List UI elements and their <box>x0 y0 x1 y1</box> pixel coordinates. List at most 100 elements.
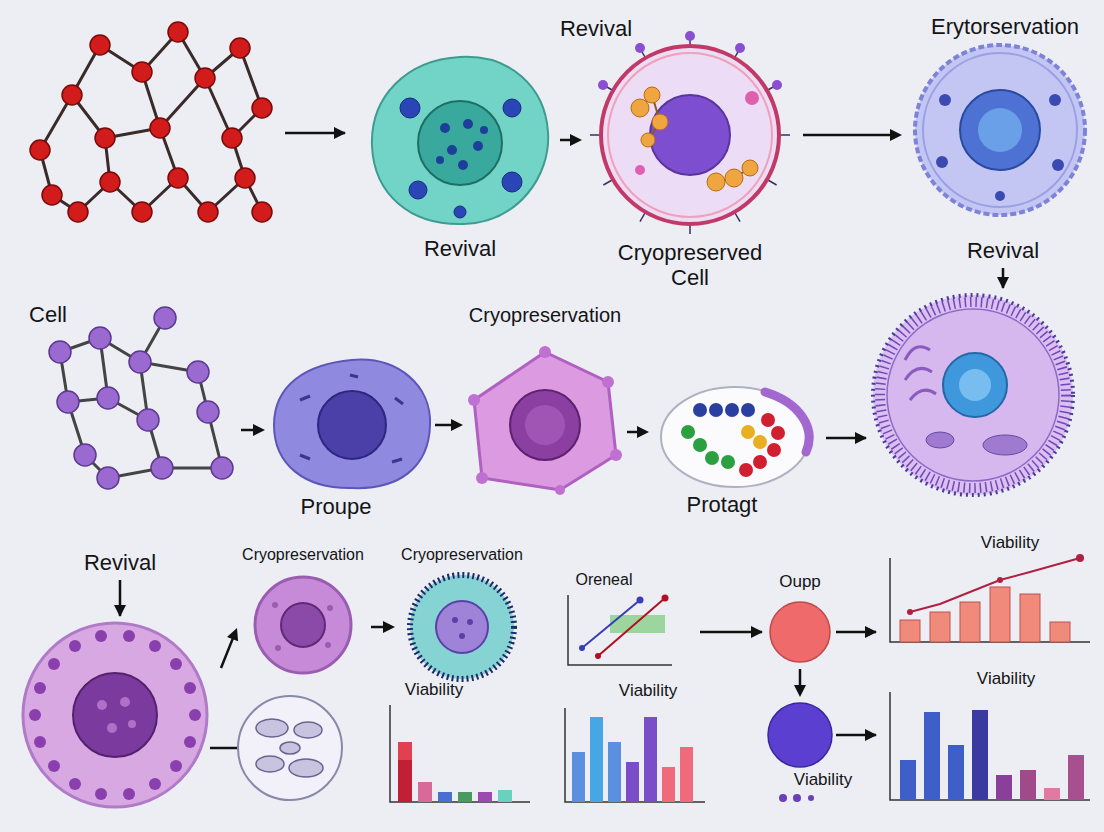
chromosome-cell-part-part <box>681 425 695 439</box>
bar-chart-part-part <box>960 602 980 642</box>
cell-node: Revival <box>365 55 557 267</box>
purple-cell <box>255 577 351 673</box>
violet-cell <box>274 360 430 488</box>
chart-title: Viability <box>405 680 463 700</box>
cell-node: Cryopreserved Cell <box>585 30 800 292</box>
teal-cell <box>372 57 548 224</box>
red-molecule-part-part <box>230 38 250 58</box>
teal-cell-part-part <box>454 206 466 218</box>
pink-cell-part <box>474 352 616 490</box>
arrow-connector <box>794 669 806 697</box>
purple-cell-part-part <box>275 645 281 651</box>
cell-label: Cell <box>29 302 67 327</box>
bar-chart-part <box>924 712 940 800</box>
flow-arrow-part <box>836 734 876 737</box>
dotted-cell-part-part <box>34 736 46 748</box>
spiky-cell-part <box>436 601 488 653</box>
cryopreserved-cell-part <box>650 95 730 175</box>
cryopreserved-cell-part-part <box>598 80 608 90</box>
purple-molecule-part <box>49 307 233 489</box>
dotted-cell-part-part <box>170 658 182 670</box>
cell-node: Protagt <box>652 380 822 522</box>
result-circles-part <box>770 602 830 662</box>
dotted-cell-part <box>73 673 157 757</box>
line-chart-part <box>579 645 585 651</box>
bar-chart-part <box>1044 788 1060 800</box>
cryopreserved-cell-part-part <box>635 43 645 53</box>
purple-cell-part <box>272 602 333 651</box>
membrane-cell-part <box>905 347 936 400</box>
bar-chart-part-part <box>997 577 1003 583</box>
chart-title: Revival <box>560 16 632 41</box>
chromosome-cell-part <box>739 413 785 477</box>
blue-cell-part-part <box>1052 159 1064 171</box>
chromosome-cell-part-part <box>753 455 767 469</box>
dotted-cell-part-part <box>107 723 117 733</box>
blue-cell-part <box>915 45 1085 215</box>
bar-chart-part <box>398 742 412 760</box>
chart-title: Viability <box>977 669 1035 689</box>
cell-label: Cryopreserved Cell <box>600 240 780 291</box>
chromosome-cell-part-part <box>767 443 781 457</box>
line-chart-part <box>568 595 672 665</box>
arrow-connector <box>560 134 582 146</box>
mitochondria-cell-part <box>210 747 238 750</box>
flow-arrow <box>120 133 1003 735</box>
arrow-head <box>451 419 463 431</box>
cryopreserved-cell-part-part <box>772 80 782 90</box>
red-molecule-part-part <box>195 68 215 88</box>
line-chart-part <box>662 595 669 602</box>
cryopreserved-cell-part-part <box>707 173 725 191</box>
bar-chart-part <box>458 792 472 802</box>
bar-chart-part-part <box>907 609 913 615</box>
cell-label: Cryopreservation <box>242 546 364 564</box>
chromosome-cell-part-part <box>739 463 753 477</box>
violet-cell-part <box>274 360 430 488</box>
cryopreserved-cell-part <box>608 53 772 217</box>
arrow-connector <box>627 426 649 438</box>
bar-chart-part <box>1020 770 1036 800</box>
purple-molecule-part-part <box>74 444 96 466</box>
chromosome-cell <box>661 387 809 487</box>
cryopreserved-cell-part <box>590 37 790 234</box>
mitochondria-cell-part-part <box>280 742 300 754</box>
chromosome-cell-part-part <box>771 426 785 440</box>
chromosome-cell-part-part <box>705 451 719 465</box>
arrow-line <box>803 134 893 137</box>
teal-cell-part-part <box>436 156 444 164</box>
bar-chart <box>890 692 1090 800</box>
blue-cell-part-part <box>995 191 1005 201</box>
chromosome-cell-part-part <box>753 435 767 449</box>
bar-chart-part-part <box>900 620 920 642</box>
cryopreserved-cell-part-part <box>742 160 758 176</box>
cell-label: Protagt <box>687 492 758 517</box>
result-circles-part <box>768 703 832 767</box>
spiky-cell-part <box>452 617 473 639</box>
bar-chart-part <box>590 717 603 802</box>
arrow-head <box>227 628 238 641</box>
red-molecule-part-part <box>62 85 82 105</box>
arrow-head <box>637 426 649 438</box>
line-chart-part <box>582 600 640 648</box>
cell-node: Cell <box>20 298 238 494</box>
purple-molecule-part-part <box>129 351 151 373</box>
pink-cell-part <box>468 346 622 495</box>
bar-chart-part <box>996 775 1012 800</box>
purple-cell-part-part <box>327 605 333 611</box>
membrane-cell-part <box>880 302 1066 488</box>
violet-cell-part <box>318 391 386 459</box>
purple-cell-part-part <box>325 642 331 648</box>
dotted-cell-part-part <box>48 760 60 772</box>
bar-chart-part-part <box>930 612 950 642</box>
dotted-cell-part-part <box>149 778 161 790</box>
arrow-head <box>253 424 265 436</box>
red-molecule-part <box>30 22 272 222</box>
cryopreserved-cell-part-part <box>652 114 668 130</box>
bar-chart-part-part <box>990 587 1010 642</box>
membrane-cell-part <box>887 309 1059 481</box>
dotted-cell-part-part <box>123 630 135 642</box>
cell-label: Cryopreservation <box>401 546 523 564</box>
dotted-cell <box>23 623 207 807</box>
dotted-cell-part-part <box>128 720 136 728</box>
